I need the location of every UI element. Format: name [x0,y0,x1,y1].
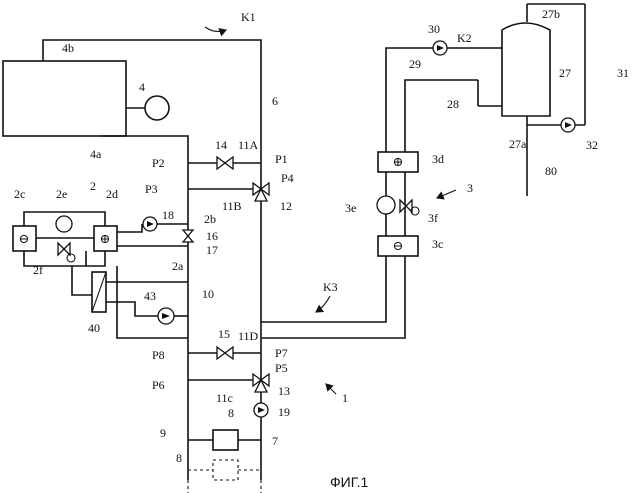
label-12: 12 [280,199,292,213]
label-4b: 4b [62,41,74,55]
label-p4: P4 [281,171,294,185]
label-28: 28 [447,97,459,111]
label-27a: 27a [509,137,527,151]
label-8-alt: 8 [176,451,182,465]
label-k2: K2 [457,31,472,45]
label-8: 8 [228,406,234,420]
engine-unit [3,61,169,136]
label-30: 30 [428,22,440,36]
minus-symbol-3c: ⊖ [393,238,404,253]
label-14: 14 [215,138,227,152]
label-4: 4 [139,80,145,94]
label-p2: P2 [152,156,165,170]
exchanger-8-alt [213,460,238,480]
label-29: 29 [409,57,421,71]
label-p7: P7 [275,346,288,360]
label-43: 43 [144,289,156,303]
label-p5: P5 [275,361,288,375]
label-p3: P3 [145,182,158,196]
label-11a: 11A [238,138,259,152]
label-80: 80 [545,164,557,178]
label-2c: 2c [14,187,25,201]
label-p6: P6 [152,378,165,392]
label-3d: 3d [432,152,444,166]
label-15: 15 [218,327,230,341]
label-6: 6 [272,94,278,108]
label-40: 40 [88,321,100,335]
label-4a: 4a [90,147,102,161]
label-2f: 2f [33,263,43,277]
label-9: 9 [160,426,166,440]
label-2b: 2b [204,212,216,226]
plus-symbol-2d: ⊕ [100,231,111,246]
label-27b: 27b [542,7,560,21]
label-1: 1 [342,391,348,405]
label-31: 31 [617,66,629,80]
label-3e: 3e [345,201,356,215]
label-19: 19 [278,405,290,419]
valve-15 [217,347,233,359]
label-11d: 11D [238,329,259,343]
label-2e: 2e [56,187,67,201]
valve-14 [217,157,233,169]
valve-16 [183,230,193,242]
label-7: 7 [272,434,278,448]
circuit-k3: ⊕ ⊖ [261,48,478,338]
engine-fan-icon [145,96,169,120]
label-27: 27 [559,66,571,80]
plus-symbol-3d: ⊕ [393,154,404,169]
compressor-3e [377,196,395,214]
pump-19 [254,403,268,417]
label-16: 16 [206,229,218,243]
label-3f: 3f [428,211,438,225]
label-17: 17 [206,243,218,257]
tank-27 [502,23,550,116]
valve-2f [58,243,70,255]
label-18: 18 [162,208,174,222]
circuit-k2 [420,4,585,196]
label-3: 3 [467,181,473,195]
label-10: 10 [202,287,214,301]
valve-3f [400,200,412,212]
minus-symbol-2c: ⊖ [19,231,30,246]
exchanger-8 [213,430,238,450]
label-2a: 2a [172,259,184,273]
label-p8: P8 [152,348,165,362]
label-13: 13 [278,384,290,398]
label-k3: K3 [323,280,338,294]
compressor-2e [56,216,72,232]
figure-caption: ФИГ.1 [330,474,368,490]
label-k1: K1 [241,10,256,24]
engine-block [3,61,126,136]
label-11c: 11c [216,391,233,405]
label-p1: P1 [275,152,288,166]
label-2d: 2d [106,187,118,201]
label-3c: 3c [432,237,443,251]
label-11b: 11B [222,199,242,213]
label-32: 32 [586,138,598,152]
label-2: 2 [90,179,96,193]
